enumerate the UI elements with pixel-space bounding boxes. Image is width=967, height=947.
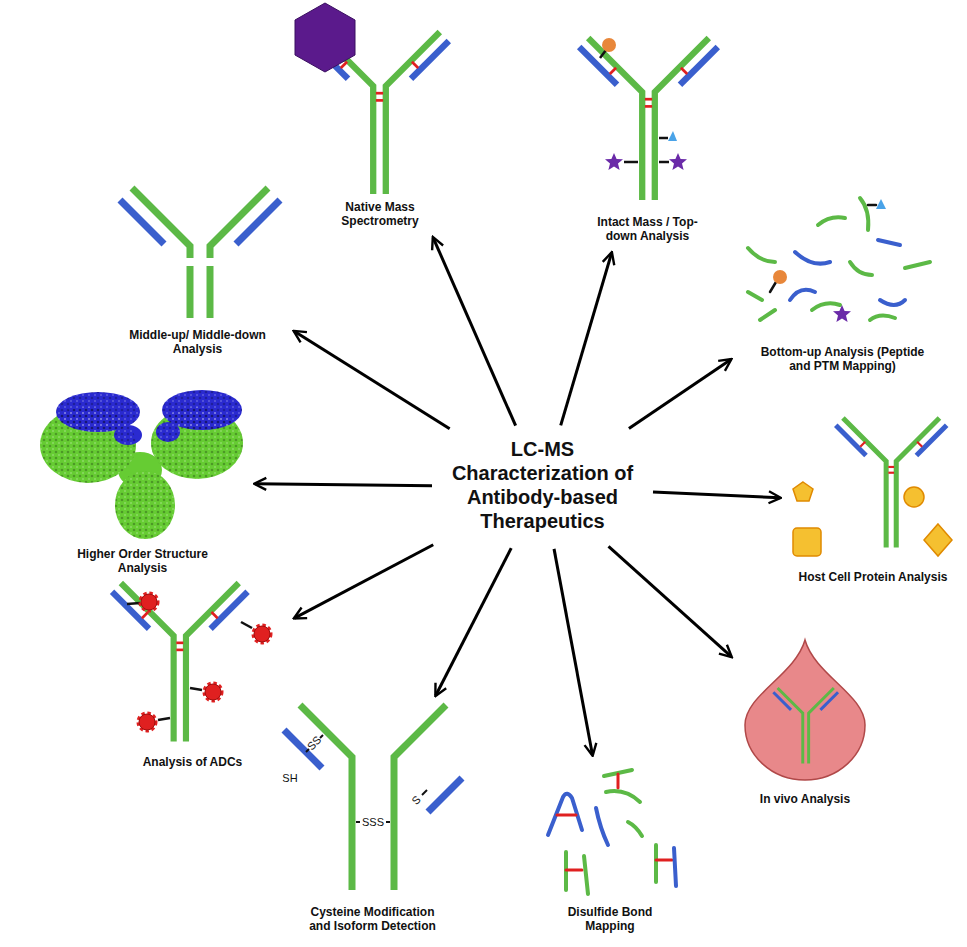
technique-node: Disulfide Bond Mapping <box>525 760 695 938</box>
connector-arrow <box>554 549 592 755</box>
connector-arrow <box>433 238 515 426</box>
bottom-up-figure <box>748 198 930 322</box>
connector-arrow <box>436 548 511 695</box>
technique-node: In vivo Analysis <box>735 635 875 811</box>
host-cell-protein-figure <box>793 418 952 556</box>
technique-caption: Cysteine Modification and Isoform Detect… <box>303 905 443 933</box>
technique-caption: Higher Order Structure Analysis <box>68 547 218 575</box>
technique-node: Bottom-up Analysis (Peptide and PTM Mapp… <box>735 190 950 378</box>
technique-node: Host Cell Protein Analysis <box>785 415 961 589</box>
cysteine-figure <box>284 705 462 890</box>
higher-order-structure-figure <box>40 390 243 539</box>
in-vivo-figure <box>745 640 865 780</box>
adc-figure <box>112 583 270 741</box>
technique-caption: Native Mass Spectrometry <box>325 200 435 228</box>
native-ms-figure <box>295 3 449 194</box>
technique-caption: In vivo Analysis <box>740 792 870 806</box>
technique-node: Intact Mass / Top-down Analysis <box>565 15 730 248</box>
disulfide-figure <box>548 770 676 894</box>
intact-mass-figure <box>579 38 718 200</box>
technique-caption: Intact Mass / Top-down Analysis <box>588 215 708 243</box>
connector-arrow <box>294 545 433 618</box>
technique-caption: Middle-up/ Middle-down Analysis <box>123 328 273 356</box>
technique-node: Native Mass Spectrometry <box>290 0 470 233</box>
bond-label: SH <box>282 772 297 784</box>
hub-title: LC-MS Characterization of Antibody-based… <box>440 433 645 541</box>
middle-up-figure <box>120 188 280 318</box>
connector-arrow <box>629 360 731 429</box>
connector-arrow <box>561 253 612 426</box>
technique-node: Middle-up/ Middle-down Analysis <box>105 180 290 361</box>
technique-caption: Host Cell Protein Analysis <box>786 570 961 584</box>
technique-caption: Bottom-up Analysis (Peptide and PTM Mapp… <box>761 345 925 373</box>
connector-arrow <box>653 492 780 498</box>
hub-text: LC-MS Characterization of Antibody-based… <box>440 433 645 537</box>
connector-arrow <box>255 484 432 486</box>
technique-caption: Analysis of ADCs <box>118 755 268 769</box>
technique-caption: Disulfide Bond Mapping <box>555 905 665 933</box>
technique-node: Higher Order Structure Analysis <box>35 385 250 580</box>
connector-arrow <box>609 546 732 656</box>
connector-arrow <box>294 331 449 429</box>
bond-label: SSS <box>362 816 384 828</box>
bond-label: S <box>409 793 423 807</box>
technique-node: Analysis of ADCs <box>95 570 290 774</box>
